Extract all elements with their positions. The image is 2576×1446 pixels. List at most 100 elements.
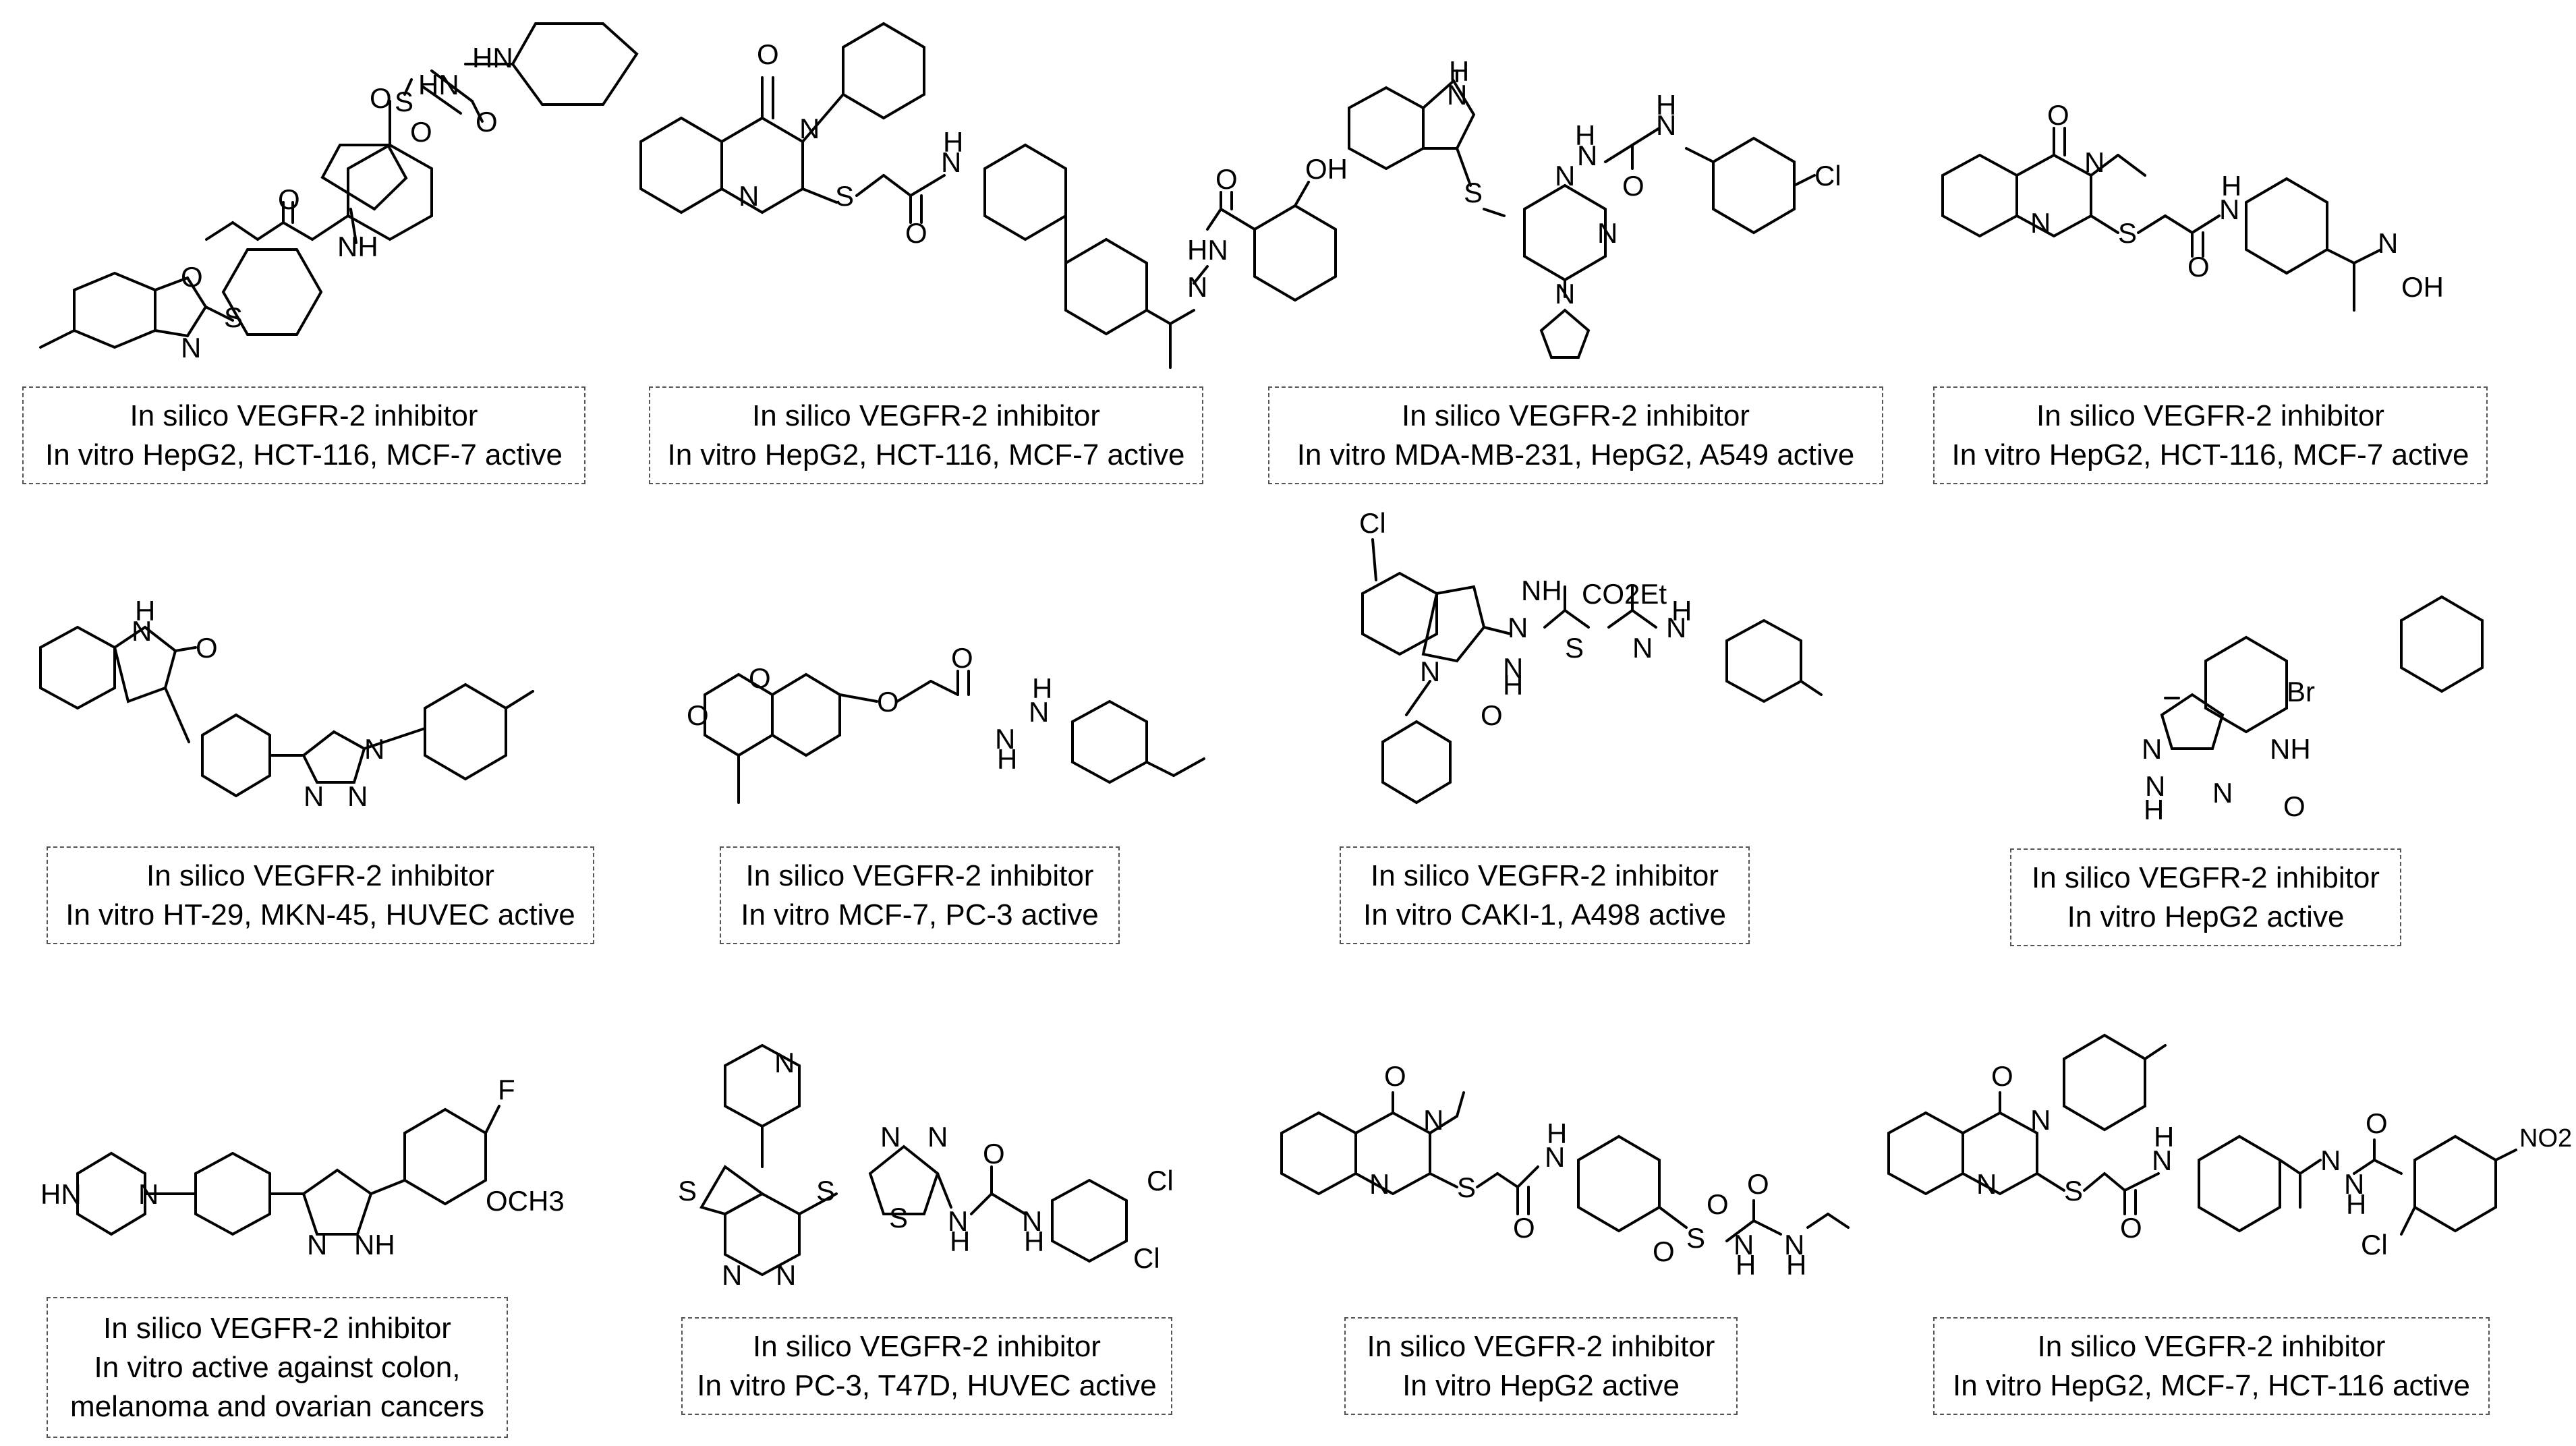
- compound-7-structure: [1361, 538, 1823, 805]
- compound-2-atom-o: O: [757, 38, 779, 70]
- caption-4: In silico VEGFR-2 inhibitor In vitro Hep…: [1933, 386, 2488, 484]
- caption-4-line-2: In vitro HepG2, HCT-116, MCF-7 active: [1951, 438, 2469, 471]
- compound-3-atom-cl: Cl: [1814, 160, 1841, 192]
- compound-6-atom-h2: H: [997, 743, 1017, 775]
- compound-4-atom-h: H: [2221, 170, 2241, 202]
- compound-8-atom-o: O: [2283, 790, 2306, 822]
- compound-5-atom-n1: N: [132, 615, 152, 647]
- compound-3-atom-n1: N: [1447, 79, 1467, 111]
- compound-2-atom-n1: N: [799, 113, 820, 144]
- caption-1-line-1: In silico VEGFR-2 inhibitor: [130, 399, 478, 432]
- compound-11-atom-n5: N: [1784, 1229, 1804, 1261]
- compound-7-atom-n2: N: [1503, 652, 1523, 684]
- compound-11-atom-o5: O: [1747, 1168, 1769, 1200]
- compound-8-atom-n3: N: [2145, 770, 2165, 802]
- compound-3-atom-s: S: [1464, 177, 1483, 208]
- compound-11-atom-n3: N: [1545, 1141, 1565, 1173]
- compound-9-atom-n1: N: [138, 1178, 159, 1210]
- compound-4-atom-n3: N: [2219, 194, 2239, 225]
- caption-11-line-1: In silico VEGFR-2 inhibitor: [1367, 1329, 1715, 1363]
- compound-10-atom-n1: N: [774, 1047, 795, 1078]
- compound-1-atom-n: N: [181, 332, 201, 364]
- caption-7: In silico VEGFR-2 inhibitor In vitro CAK…: [1340, 846, 1750, 944]
- caption-8-line-1: In silico VEGFR-2 inhibitor: [2032, 861, 2380, 894]
- compound-12-atom-no2: NO2: [2519, 1124, 2572, 1153]
- compound-12-atom-o3: O: [2366, 1107, 2388, 1139]
- compound-3-atom-n2: N: [1555, 160, 1575, 192]
- compound-2-atom-n3: N: [941, 146, 961, 178]
- compound-4-atom-o2: O: [2187, 251, 2210, 283]
- compound-4-atom-s: S: [2118, 217, 2137, 249]
- caption-2: In silico VEGFR-2 inhibitor In vitro Hep…: [649, 386, 1203, 484]
- caption-10-line-1: In silico VEGFR-2 inhibitor: [753, 1329, 1101, 1363]
- compound-1-atom-nh: HN: [472, 42, 513, 74]
- caption-12-line-2: In vitro HepG2, MCF-7, HCT-116 active: [1953, 1368, 2470, 1402]
- compound-2-atom-s: S: [835, 180, 854, 212]
- compound-4-atom-o: O: [2047, 99, 2069, 131]
- caption-5-line-1: In silico VEGFR-2 inhibitor: [146, 859, 494, 892]
- compound-7-atom-n3: N: [1632, 632, 1653, 664]
- caption-2-line-1: In silico VEGFR-2 inhibitor: [752, 399, 1100, 432]
- compound-9-atom-n2: N: [307, 1229, 327, 1261]
- compound-10-structure: [699, 1043, 1128, 1277]
- caption-6-line-2: In vitro MCF-7, PC-3 active: [741, 898, 1099, 931]
- compound-6-atom-n2: N: [995, 723, 1015, 755]
- compound-6-atom-o3: O: [877, 686, 899, 718]
- caption-11: In silico VEGFR-2 inhibitor In vitro Hep…: [1344, 1317, 1738, 1415]
- compound-6-atom-o1: O: [687, 699, 709, 731]
- compound-2-atom-o2: O: [905, 217, 927, 249]
- caption-10-line-2: In vitro PC-3, T47D, HUVEC active: [697, 1368, 1157, 1402]
- compound-10-atom-s1: S: [678, 1175, 697, 1207]
- caption-11-line-2: In vitro HepG2 active: [1402, 1368, 1680, 1402]
- compound-1-atom-s2: S: [224, 301, 243, 333]
- compound-5-atom-n4: N: [347, 780, 368, 812]
- compound-5-atom-n3: N: [304, 780, 324, 812]
- compound-11-atom-s2: S: [1686, 1222, 1705, 1254]
- caption-5-line-2: In vitro HT-29, MKN-45, HUVEC active: [65, 898, 575, 931]
- caption-8: In silico VEGFR-2 inhibitor In vitro Hep…: [2010, 848, 2401, 946]
- compound-10-atom-h2: H: [1024, 1225, 1044, 1257]
- compound-10-atom-cl2: Cl: [1133, 1242, 1160, 1274]
- compound-7-atom-h2: H: [1671, 595, 1692, 627]
- compound-12-atom-n3: N: [2152, 1145, 2172, 1176]
- caption-10: In silico VEGFR-2 inhibitor In vitro PC-…: [681, 1317, 1172, 1415]
- compound-2-atom-o3: O: [1215, 163, 1238, 195]
- compound-6-atom-h1: H: [1032, 672, 1052, 704]
- compound-9-atom-nh: NH: [354, 1229, 395, 1261]
- compound-10-atom-n4: N: [880, 1121, 900, 1153]
- compound-11-atom-n4: N: [1734, 1229, 1754, 1261]
- compound-5-atom-n2: N: [364, 733, 384, 765]
- compound-3-atom-h: H: [1449, 55, 1469, 87]
- compound-1-structure: [39, 22, 639, 349]
- compound-7-atom-o: O: [1481, 699, 1503, 731]
- compound-3-atom-n3: N: [1597, 217, 1618, 249]
- compound-10-atom-n5: N: [927, 1121, 948, 1153]
- compound-5-structure: [39, 625, 534, 798]
- compound-3-atom-n4: N: [1577, 140, 1597, 171]
- compound-11-atom-h1: H: [1547, 1118, 1567, 1149]
- compound-4-structure: [1941, 127, 2382, 312]
- compound-11-atom-o1: O: [1384, 1060, 1406, 1092]
- caption-9-line-2: In vitro active against colon,: [94, 1350, 461, 1384]
- compound-2-atom-n2: N: [739, 180, 759, 212]
- compound-5-atom-o: O: [196, 632, 218, 664]
- compound-7-atom-n5: N: [1420, 656, 1440, 687]
- caption-9-line-3: melanoma and ovarian cancers: [70, 1389, 484, 1423]
- compound-3-atom-o: O: [1622, 170, 1644, 202]
- compound-8-atom-nh1: NH: [2270, 733, 2311, 765]
- compound-11-atom-o3: O: [1653, 1236, 1675, 1267]
- compound-3-structure: [1348, 69, 1816, 359]
- compound-8-atom-h: H: [2144, 794, 2164, 826]
- compound-2-structure: [639, 22, 1337, 369]
- compound-1-atom-o5: O: [181, 261, 203, 293]
- compound-2-atom-hn: HN: [1187, 234, 1228, 266]
- compound-2-atom-h: H: [943, 126, 963, 158]
- compound-8-structure: [2160, 595, 2484, 750]
- compound-12-structure: [1887, 1033, 2517, 1236]
- compound-11-atom-h3: H: [1786, 1249, 1806, 1281]
- compound-1-atom-o4: O: [278, 183, 300, 215]
- compound-10-atom-h1: H: [950, 1225, 970, 1257]
- compound-1-atom-o3: O: [476, 106, 498, 138]
- compound-9-atom-hn: HN: [40, 1178, 82, 1210]
- caption-3: In silico VEGFR-2 inhibitor In vitro MDA…: [1268, 386, 1883, 484]
